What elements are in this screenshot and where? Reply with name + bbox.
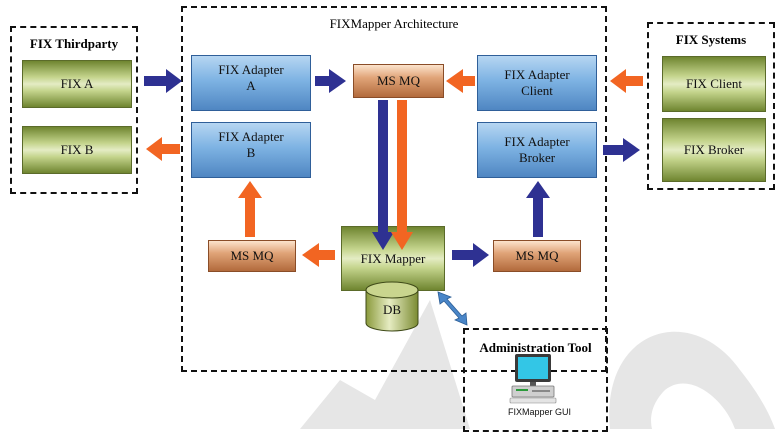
- fix-a-box[interactable]: FIX A: [22, 60, 132, 108]
- fix-client-box[interactable]: FIX Client: [662, 56, 766, 112]
- client-to-mq-arrow: [446, 69, 475, 93]
- fix-thirdparty-group: FIX Thirdparty: [10, 26, 138, 194]
- fix-mapper-box[interactable]: FIX Mapper: [341, 226, 445, 291]
- fix-client-to-adapter-client-arrow: [610, 69, 643, 93]
- db-cylinder[interactable]: [365, 281, 419, 332]
- fix-systems-group: FIX Systems: [647, 22, 775, 190]
- adapter-broker-to-fix-broker-arrow: [603, 138, 640, 162]
- adapter-a-to-mq-arrow: [315, 69, 346, 93]
- fix-thirdparty-title: FIX Thirdparty: [29, 36, 119, 51]
- fixmapper-gui-label: FIXMapper GUI: [508, 407, 572, 417]
- fix-adapter-client-box[interactable]: FIX Adapter Client: [477, 55, 597, 111]
- ms-mq-top-box[interactable]: MS MQ: [353, 64, 444, 98]
- computer-icon[interactable]: [509, 354, 557, 404]
- fix-broker-box[interactable]: FIX Broker: [662, 118, 766, 182]
- architecture-title: FIXMapper Architecture: [329, 16, 459, 31]
- fix-systems-title: FIX Systems: [675, 32, 747, 47]
- fix-adapter-broker-box[interactable]: FIX Adapter Broker: [477, 122, 597, 178]
- architecture-group: FIXMapper Architecture: [181, 6, 607, 372]
- mapper-to-mq-right-arrow: [452, 243, 489, 267]
- mq-left-to-adapter-b-arrow: [238, 181, 262, 237]
- ms-mq-right-box[interactable]: MS MQ: [493, 240, 581, 272]
- fix-b-box[interactable]: FIX B: [22, 126, 132, 174]
- mapper-to-mq-left-arrow: [302, 243, 335, 267]
- mq-to-mapper-blue-arrow: [372, 100, 394, 250]
- mq-right-to-adapter-broker-arrow: [526, 181, 550, 237]
- administration-tool-title: Administration Tool: [479, 340, 592, 355]
- db-label: DB: [383, 302, 401, 317]
- ms-mq-left-box[interactable]: MS MQ: [208, 240, 296, 272]
- fix-a-to-adapter-a-arrow: [144, 69, 182, 93]
- mq-to-mapper-orange-arrow: [391, 100, 413, 250]
- adapter-b-to-fix-b-arrow: [146, 137, 180, 161]
- fix-adapter-b-box[interactable]: FIX Adapter B: [191, 122, 311, 178]
- fix-adapter-a-box[interactable]: FIX Adapter A: [191, 55, 311, 111]
- mapper-admin-bidirectional-arrow: [437, 291, 468, 326]
